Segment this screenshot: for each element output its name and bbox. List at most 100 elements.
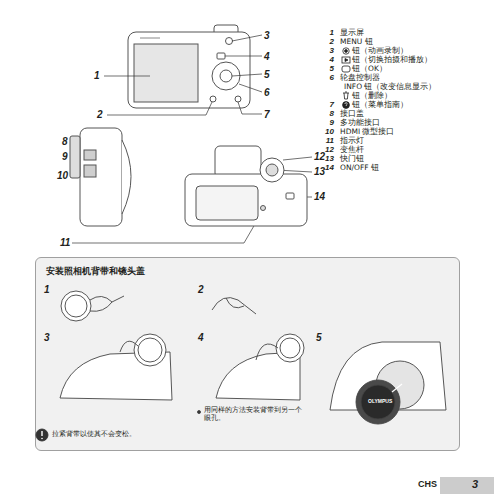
part-name: 指示灯	[340, 137, 364, 145]
help-icon-mark	[345, 103, 347, 106]
strap-loop	[212, 298, 256, 314]
part-name: 显示屏	[340, 29, 364, 37]
leader-line	[239, 84, 262, 92]
leader-line	[283, 157, 312, 160]
leader-line	[232, 74, 262, 76]
list-number: 7	[310, 101, 334, 110]
front-body	[185, 174, 307, 226]
part-name: 钮（动画录制）	[352, 47, 408, 55]
list-number: 5	[310, 65, 334, 74]
callout-number: 5	[264, 69, 270, 80]
lens-cap	[276, 334, 304, 362]
strap-line	[120, 341, 138, 352]
list-number: 8	[310, 110, 334, 119]
part-name: 多功能接口	[340, 119, 380, 127]
warning-icon	[36, 429, 48, 441]
camera-body	[128, 32, 250, 108]
list-number: 13	[310, 155, 334, 164]
step-number: 4	[198, 332, 204, 343]
part-name: 快门钮	[340, 155, 364, 163]
part-name: INFO 钮（改变信息显示）	[344, 83, 436, 91]
callout-number: 8	[62, 136, 68, 147]
camera-body	[330, 342, 446, 410]
callout-number: 2	[97, 109, 103, 120]
lens-bulge	[122, 140, 131, 214]
page-number-tab	[440, 477, 494, 494]
callout-number: 9	[62, 151, 68, 162]
callout-number: 7	[264, 109, 270, 120]
part-name: HDMI 微型接口	[340, 128, 394, 136]
warning-dot	[41, 438, 43, 440]
shutter-button	[266, 164, 278, 176]
part-name: 变焦杆	[340, 146, 364, 154]
record-button	[226, 38, 233, 45]
trash-icon	[343, 92, 349, 99]
leader-line	[107, 102, 212, 115]
record-icon	[343, 48, 349, 54]
page-number: 3	[472, 478, 478, 490]
lens-barrel	[196, 186, 258, 220]
language-code: CHS	[418, 480, 437, 490]
lens-cap	[61, 291, 91, 321]
strap-line	[256, 344, 278, 360]
part-name: 接口盖	[340, 110, 364, 118]
hdmi-connector	[84, 165, 96, 177]
list-number: 14	[310, 164, 334, 173]
callout-number: 12	[314, 151, 325, 162]
strap-loop	[90, 296, 112, 311]
note-text: 用同样的方法安装背带到另一个眼孔。	[204, 407, 302, 422]
callout-number: 11	[60, 237, 70, 248]
camera-back	[128, 25, 250, 108]
callout-number: 4	[264, 51, 270, 62]
strap-arrow	[112, 296, 124, 302]
list-number: 11	[310, 137, 334, 146]
leader-line	[232, 35, 262, 41]
connector-cover	[70, 136, 80, 178]
play-icon-triangle	[345, 59, 348, 62]
leader-line	[238, 102, 262, 114]
step-number: 5	[316, 332, 322, 343]
callout-number: 14	[314, 191, 325, 202]
ok-button	[220, 70, 232, 82]
caution-text: 拉紧背带以使其不会变松。	[52, 431, 252, 439]
indicator-lamp	[261, 206, 266, 211]
bullet	[198, 411, 201, 414]
step-number: 1	[44, 284, 50, 295]
lens-cap	[356, 380, 400, 424]
flash-housing	[215, 146, 261, 178]
lens-cap-rim	[138, 338, 162, 362]
lens-cap-rim	[361, 385, 395, 419]
list-number: 9	[310, 119, 334, 128]
part-name: 钮（切换拍摄和播放）	[352, 56, 432, 64]
strap-buckle	[226, 298, 244, 308]
camera-side	[70, 128, 131, 226]
lens-cap	[134, 334, 166, 366]
list-number: 10	[310, 128, 334, 137]
camera-front	[185, 146, 307, 226]
ok-icon	[342, 66, 350, 72]
part-name: 钮（删除）	[352, 92, 392, 100]
list-number: 3	[310, 47, 334, 56]
section-heading: 安装照相机背带和镜头盖	[46, 265, 145, 278]
record-icon-dot	[345, 50, 348, 53]
part-name: MENU 钮	[340, 38, 373, 46]
logo-mark	[140, 38, 160, 39]
list-number: 4	[310, 56, 334, 65]
side-body	[80, 128, 122, 226]
leader-line	[225, 56, 262, 57]
list-number: 12	[310, 146, 334, 155]
step-number: 3	[44, 332, 50, 343]
part-name: 轮盘控制器	[340, 74, 380, 82]
strap-steps	[36, 291, 446, 441]
list-number: 2	[310, 38, 334, 47]
help-button	[235, 96, 241, 102]
callout-number: 1	[94, 70, 100, 81]
menu-button	[210, 96, 216, 102]
leader-line	[104, 76, 150, 77]
display-screen	[134, 44, 198, 102]
power-button	[286, 193, 294, 199]
warning-mark	[41, 431, 42, 436]
